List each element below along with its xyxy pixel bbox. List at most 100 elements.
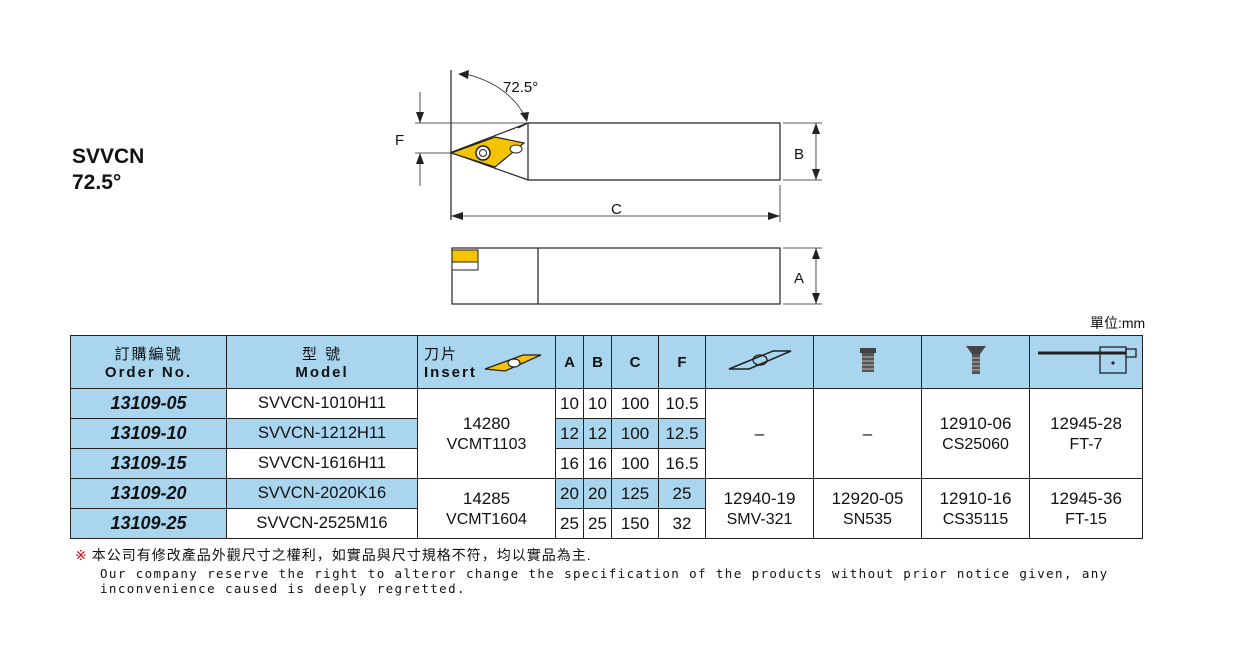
header-wrench bbox=[1029, 335, 1143, 389]
note-cn-text: 本公司有修改產品外觀尺寸之權利，如實品與尺寸規格不符，均以實品為主. bbox=[91, 547, 592, 563]
table-header: 訂購編號 Order No. 型 號 Model 刀片 Insert A B C… bbox=[70, 335, 1143, 389]
wrench-code: 12945-28 bbox=[1050, 413, 1122, 433]
dim-a: 10 bbox=[555, 388, 584, 419]
shim-code: 12940-19 bbox=[723, 488, 796, 508]
dim-c: 100 bbox=[611, 388, 659, 419]
shim-cell: – bbox=[705, 388, 814, 479]
spec-table: 訂購編號 Order No. 型 號 Model 刀片 Insert A B C… bbox=[70, 335, 1143, 539]
dim-c: 150 bbox=[611, 508, 659, 539]
dim-a: 20 bbox=[555, 478, 584, 509]
order-number: 13109-05 bbox=[70, 388, 227, 419]
insert-name: VCMT1103 bbox=[446, 435, 527, 453]
shim-screw-name: SN535 bbox=[843, 510, 892, 528]
insert-cell: 14285 VCMT1604 bbox=[417, 478, 556, 539]
screw-name: CS35115 bbox=[942, 510, 1009, 528]
order-number: 13109-20 bbox=[70, 478, 227, 509]
header-insert-en: Insert bbox=[424, 364, 477, 381]
header-shim-screw bbox=[813, 335, 922, 389]
screw-code: 12910-06 bbox=[939, 413, 1012, 433]
angle-label: 72.5° bbox=[503, 79, 538, 96]
model-name: SVVCN-1010H11 bbox=[226, 388, 418, 419]
note-english: Our company reserve the right to alteror… bbox=[100, 566, 1109, 596]
dim-b: 16 bbox=[583, 448, 612, 479]
order-number: 13109-15 bbox=[70, 448, 227, 479]
note-chinese: ※本公司有修改產品外觀尺寸之權利，如實品與尺寸規格不符，均以實品為主. bbox=[75, 545, 592, 565]
header-shim bbox=[705, 335, 814, 389]
wrench-code: 12945-36 bbox=[1050, 488, 1122, 508]
screw-cell: 12910-16 CS35115 bbox=[921, 478, 1030, 539]
screw-cell: 12910-06 CS25060 bbox=[921, 388, 1030, 479]
insert-code: 14285 bbox=[462, 488, 511, 508]
wrench-name: FT-7 bbox=[1069, 435, 1103, 453]
shim-name: SMV-321 bbox=[726, 510, 793, 528]
header-order-en: Order No. bbox=[104, 364, 193, 381]
header-insert: 刀片 Insert bbox=[417, 335, 556, 389]
dim-c: 100 bbox=[611, 418, 659, 449]
wrench-name: FT-15 bbox=[1065, 510, 1107, 528]
model-name: SVVCN-1212H11 bbox=[226, 418, 418, 449]
header-order: 訂購編號 Order No. bbox=[70, 335, 227, 389]
shim-cell: 12940-19 SMV-321 bbox=[705, 478, 814, 539]
table-row: 13109-15 SVVCN-1616H11 16 16 100 16.5 bbox=[70, 448, 1143, 479]
unit-label: 單位:mm bbox=[1090, 315, 1146, 331]
dim-b: 12 bbox=[583, 418, 612, 449]
insert-code: 14280 bbox=[462, 413, 511, 433]
insert-shape-icon bbox=[484, 354, 542, 372]
wrench-cell: 12945-36 FT-15 bbox=[1029, 478, 1143, 539]
wrench-cell: 12945-28 FT-7 bbox=[1029, 388, 1143, 479]
dim-c: 100 bbox=[611, 448, 659, 479]
product-angle: 72.5° bbox=[72, 171, 122, 194]
model-name: SVVCN-1616H11 bbox=[226, 448, 418, 479]
header-b: B bbox=[583, 335, 612, 389]
model-name: SVVCN-2525M16 bbox=[226, 508, 418, 539]
dim-a: 12 bbox=[555, 418, 584, 449]
header-model-en: Model bbox=[295, 364, 349, 381]
dim-f: 10.5 bbox=[658, 388, 706, 419]
shim-icon bbox=[728, 349, 791, 370]
screw-name: CS25060 bbox=[942, 435, 1009, 453]
header-a: A bbox=[555, 335, 584, 389]
screw-code: 12910-16 bbox=[939, 488, 1012, 508]
tool-drawing: 72.5° F B C A bbox=[395, 70, 822, 305]
product-title: SVVCN 72.5° bbox=[72, 144, 144, 196]
note-mark: ※ bbox=[75, 547, 88, 563]
dim-b: 10 bbox=[583, 388, 612, 419]
order-number: 13109-25 bbox=[70, 508, 227, 539]
screw-icon bbox=[965, 345, 986, 374]
shim-screw-code: 12920-05 bbox=[831, 488, 904, 508]
header-model-cn: 型 號 bbox=[301, 346, 343, 363]
dim-f: 12.5 bbox=[658, 418, 706, 449]
shim-screw-cell: 12920-05 SN535 bbox=[813, 478, 922, 539]
header-screw bbox=[921, 335, 1030, 389]
shim-screw-cell: – bbox=[813, 388, 922, 479]
insert-name: VCMT1604 bbox=[446, 510, 527, 528]
shim-screw-icon bbox=[859, 347, 876, 372]
dim-a: 16 bbox=[555, 448, 584, 479]
dim-a-label: A bbox=[794, 270, 804, 287]
insert-cell: 14280 VCMT1103 bbox=[417, 388, 556, 479]
dim-f: 16.5 bbox=[658, 448, 706, 479]
dim-c-label: C bbox=[611, 201, 622, 218]
header-f: F bbox=[658, 335, 706, 389]
order-number: 13109-10 bbox=[70, 418, 227, 449]
dim-f: 32 bbox=[658, 508, 706, 539]
wrench-icon bbox=[1038, 345, 1137, 374]
table-row: 13109-10 SVVCN-1212H11 12 12 100 12.5 bbox=[70, 418, 1143, 449]
header-order-cn: 訂購編號 bbox=[114, 346, 183, 363]
dim-a: 25 bbox=[555, 508, 584, 539]
table-row: 13109-25 SVVCN-2525M16 25 25 150 32 bbox=[70, 508, 1143, 539]
dim-f-label: F bbox=[395, 132, 404, 149]
dim-b-label: B bbox=[794, 146, 804, 163]
table-row: 13109-05 SVVCN-1010H11 14280 VCMT1103 10… bbox=[70, 388, 1143, 479]
product-code: SVVCN bbox=[72, 145, 145, 168]
dim-b: 25 bbox=[583, 508, 612, 539]
model-name: SVVCN-2020K16 bbox=[226, 478, 418, 509]
header-c: C bbox=[611, 335, 659, 389]
dim-f: 25 bbox=[658, 478, 706, 509]
dim-c: 125 bbox=[611, 478, 659, 509]
header-model: 型 號 Model bbox=[226, 335, 418, 389]
table-row: 13109-20 SVVCN-2020K16 14285 VCMT1604 20… bbox=[70, 478, 1143, 539]
header-insert-cn: 刀片 bbox=[424, 346, 459, 363]
insert-top bbox=[449, 136, 526, 168]
dim-b: 20 bbox=[583, 478, 612, 509]
